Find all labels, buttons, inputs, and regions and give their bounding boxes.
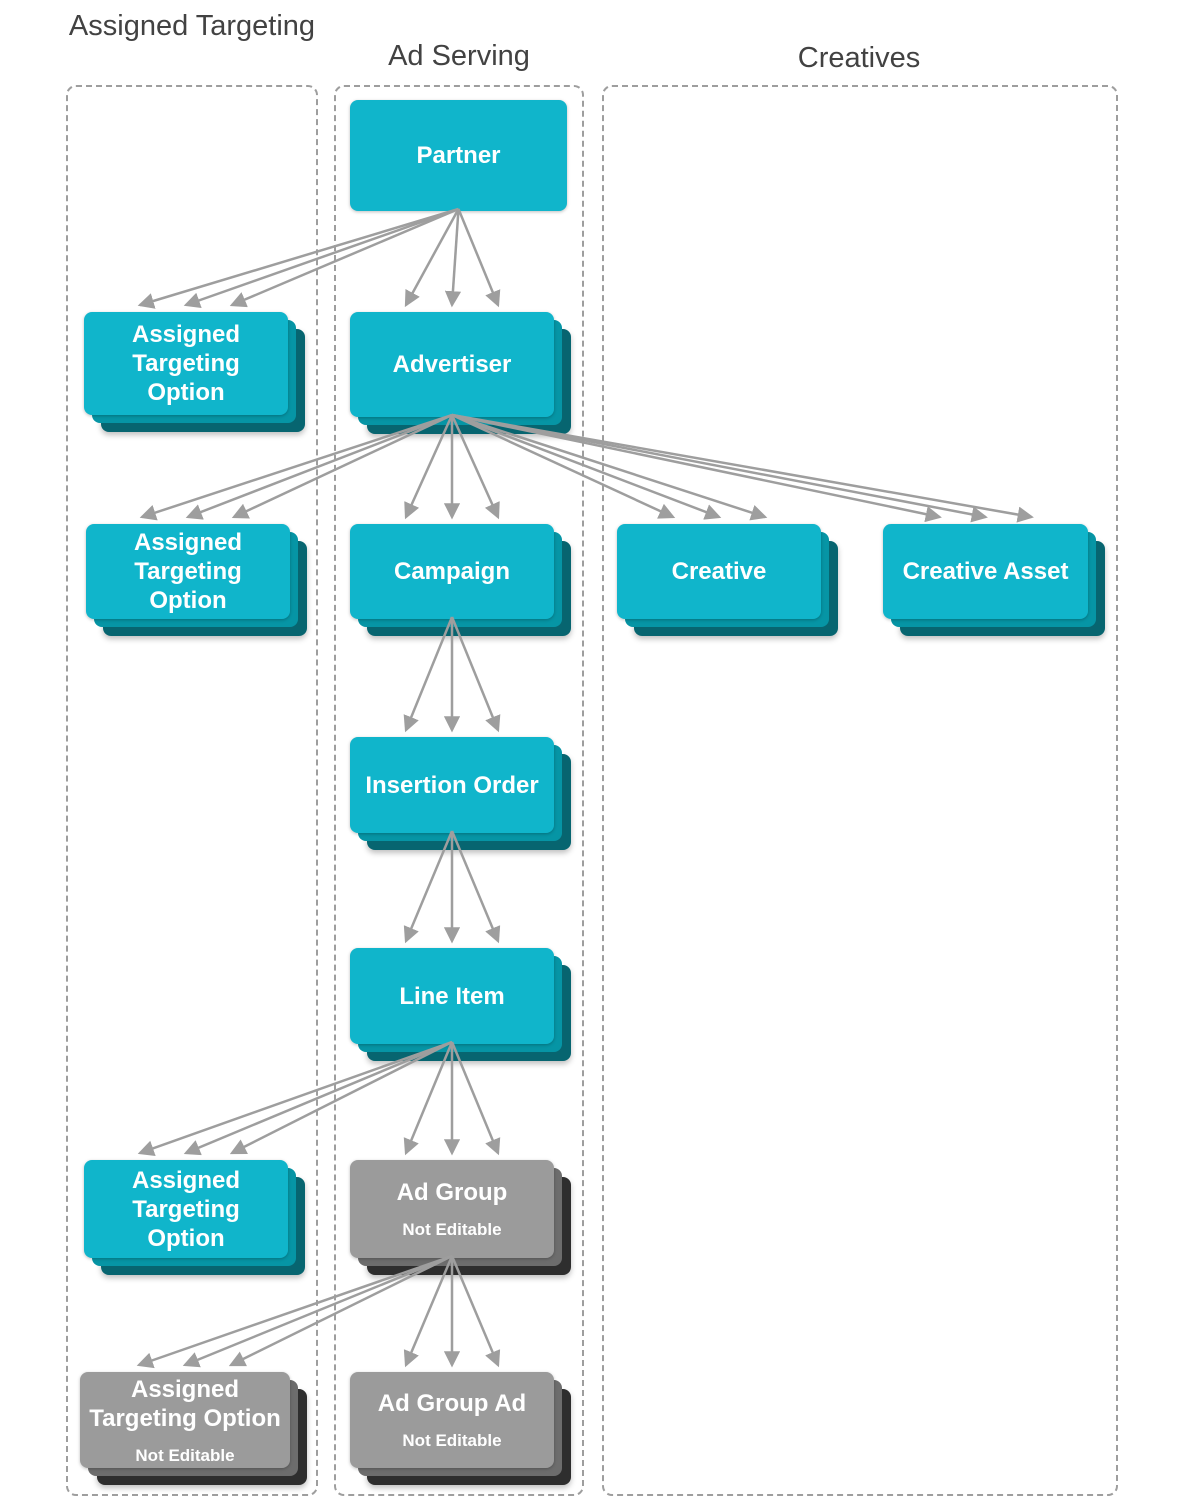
node-line-item: Line Item [350, 948, 571, 1061]
node-sublabel: Not Editable [402, 1431, 502, 1450]
node-label: Line Item [399, 982, 505, 1010]
node-label-line: Assigned [131, 1166, 241, 1194]
node-label-line: Targeting [132, 350, 240, 377]
node-campaign: Campaign [350, 524, 571, 636]
node-face: Partner [350, 100, 567, 211]
node-label: Advertiser [392, 351, 512, 378]
node-label: Ad Group [396, 1179, 508, 1206]
column-assigned-targeting [66, 85, 318, 1496]
node-face: Advertiser [350, 312, 554, 417]
node-label: Partner [416, 142, 501, 169]
node-face: Creative [617, 524, 821, 619]
node-label-line: Option [147, 379, 225, 406]
node-creative: Creative [617, 524, 838, 636]
node-label-line: Option [149, 587, 227, 614]
node-label-line: Targeting [134, 558, 242, 585]
node-partner: Partner [350, 100, 567, 211]
node-label-line: Assigned [133, 529, 243, 556]
column-header-assigned-targeting: Assigned Targeting [68, 10, 316, 42]
node-face: Line Item [350, 948, 554, 1044]
column-ad-serving [334, 85, 584, 1496]
node-face: Creative Asset [883, 524, 1088, 619]
column-header-creatives: Creatives [797, 42, 921, 74]
node-advertiser: Advertiser [350, 312, 571, 434]
node-sublabel: Not Editable [402, 1220, 502, 1239]
column-header-ad-serving: Ad Serving [388, 40, 530, 72]
node-label-line: Targeting [132, 1195, 240, 1223]
node-label: Creative [671, 558, 767, 585]
node-label-line: Option [147, 1224, 225, 1252]
node-face: Campaign [350, 524, 554, 619]
node-label-line: Targeting Option [89, 1404, 281, 1432]
node-label: Campaign [393, 558, 510, 585]
node-sublabel: Not Editable [135, 1445, 235, 1465]
node-label-line: Assigned [131, 321, 241, 348]
node-face: Ad Group Ad Not Editable [350, 1372, 554, 1468]
node-ad-group-ad: Ad Group Ad Not Editable [350, 1372, 571, 1485]
node-face: Insertion Order [350, 737, 554, 833]
node-label-line: Assigned [130, 1375, 240, 1403]
column-creatives [602, 85, 1118, 1496]
node-label: Ad Group Ad [377, 1390, 527, 1417]
node-creative-asset: Creative Asset [883, 524, 1105, 636]
node-insertion-order: Insertion Order [350, 737, 571, 850]
node-label: Insertion Order [365, 771, 539, 799]
node-label: Creative Asset [902, 558, 1069, 585]
